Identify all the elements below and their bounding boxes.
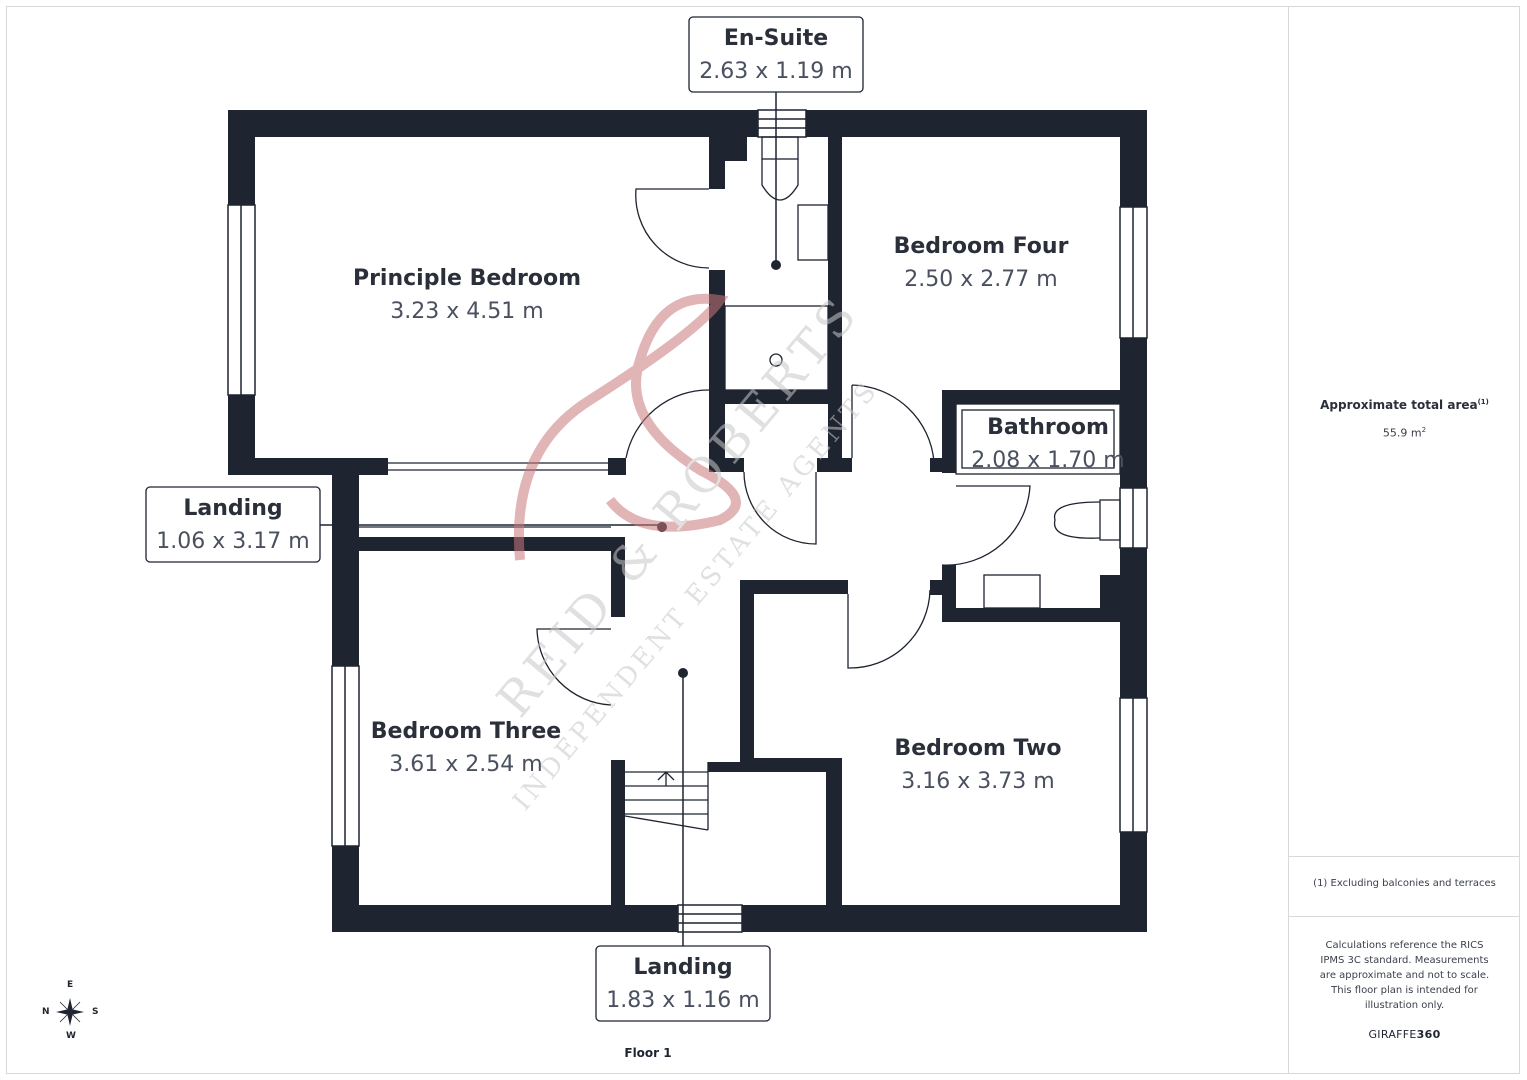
- compass-west: W: [66, 1031, 76, 1041]
- callout-en-suite: En-Suite 2.63 x 1.19 m: [688, 16, 864, 93]
- principle-bedroom-name: Principle Bedroom: [353, 266, 581, 291]
- bedroom-three-dims: 3.61 x 2.54 m: [389, 752, 542, 777]
- page-frame: [6, 6, 1520, 1074]
- brand-logo: GIRAFFE360: [1368, 1028, 1441, 1041]
- bedroom-four-dims: 2.50 x 2.77 m: [904, 267, 1057, 292]
- bathroom-name: Bathroom: [987, 415, 1109, 440]
- principle-bedroom-dims: 3.23 x 4.51 m: [390, 299, 543, 324]
- landing-left-name: Landing: [183, 496, 282, 521]
- compass-rose-icon: [56, 998, 84, 1026]
- en-suite-dims: 2.63 x 1.19 m: [699, 59, 852, 84]
- fixtures: [359, 136, 1121, 831]
- area-value: 55.9 m2: [1382, 426, 1427, 440]
- landing-bottom-dims: 1.83 x 1.16 m: [606, 988, 759, 1013]
- compass: E N S W: [36, 980, 106, 1044]
- bedroom-three-name: Bedroom Three: [371, 719, 561, 744]
- windows: [227, 109, 1148, 933]
- bedroom-two-dims: 3.16 x 3.73 m: [901, 769, 1054, 794]
- sidebar: Approximate total area(1) 55.9 m2 (1) Ex…: [1288, 6, 1520, 1074]
- footnote: (1) Excluding balconies and terraces: [1313, 878, 1496, 889]
- floor-label: Floor 1: [624, 1046, 672, 1060]
- compass-east: E: [67, 980, 74, 990]
- calculation-note: Calculations reference the RICS IPMS 3C …: [1319, 940, 1490, 1011]
- bathroom-dims: 2.08 x 1.70 m: [971, 448, 1124, 473]
- compass-north: N: [42, 1007, 50, 1017]
- compass-south: S: [92, 1007, 99, 1017]
- leader-lines: [320, 92, 777, 946]
- callout-landing-left: Landing 1.06 x 3.17 m: [145, 486, 321, 563]
- en-suite-name: En-Suite: [724, 26, 828, 51]
- bedroom-four-name: Bedroom Four: [894, 234, 1069, 259]
- sidebar-divider: [1289, 856, 1520, 857]
- walls: [228, 110, 1147, 932]
- landing-left-dims: 1.06 x 3.17 m: [156, 529, 309, 554]
- landing-bottom-name: Landing: [633, 955, 732, 980]
- watermark-title: REID & ROBERTS: [486, 284, 871, 727]
- sidebar-divider: [1289, 916, 1520, 917]
- area-title: Approximate total area(1): [1320, 398, 1489, 412]
- callout-landing-bottom: Landing 1.83 x 1.16 m: [595, 945, 771, 1022]
- bedroom-two-name: Bedroom Two: [894, 736, 1061, 761]
